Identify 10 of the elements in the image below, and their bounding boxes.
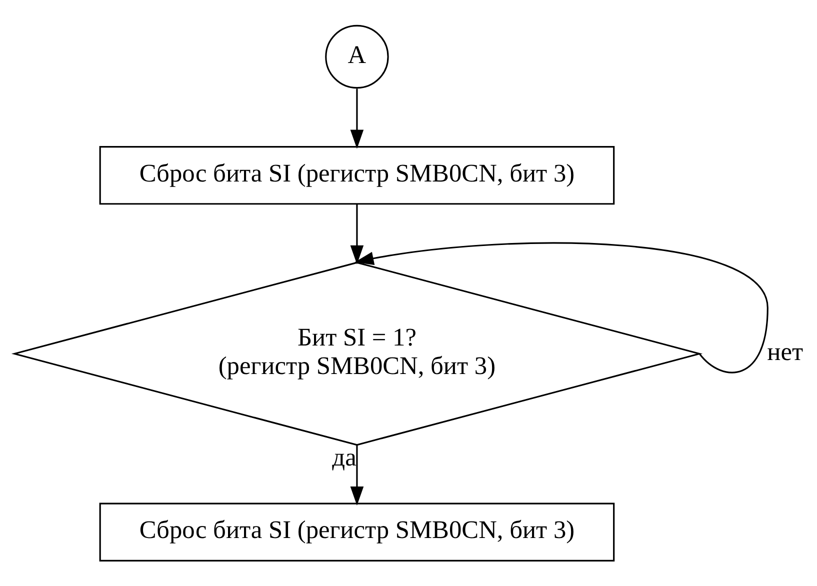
- node-box: Сброс бита SI (регистр SMB0CN, бит 3): [99, 146, 615, 205]
- node-circle: A: [325, 24, 389, 89]
- arrow: [350, 88, 364, 149]
- edge-label: нет: [767, 338, 804, 366]
- node-box: Сброс бита SI (регистр SMB0CN, бит 3): [99, 502, 615, 562]
- arrow: [350, 204, 364, 264]
- arrow: [354, 242, 768, 374]
- arrow: [350, 444, 364, 506]
- node-diamond: Бит SI = 1? (регистр SMB0CN, бит 3): [11, 262, 703, 446]
- edge-label: да: [332, 444, 356, 472]
